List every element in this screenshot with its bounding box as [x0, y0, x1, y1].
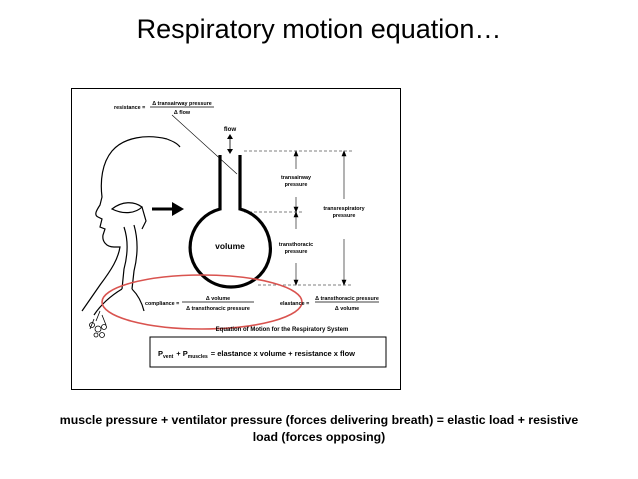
transairway-label-2: pressure	[285, 182, 308, 188]
trachea-front	[121, 226, 128, 290]
eq-p: P	[158, 349, 163, 358]
equation-title: Equation of Motion for the Respiratory S…	[216, 327, 349, 333]
lung-branches	[89, 310, 107, 338]
right-bronchus	[131, 288, 145, 312]
elastance-formula: elastance = Δ transthoracic pressure Δ v…	[280, 296, 379, 312]
eq-rhs: = elastance x volume + resistance x flow	[211, 349, 355, 358]
left-bronchus	[93, 288, 123, 316]
head-silhouette	[81, 136, 181, 316]
skull-top	[166, 138, 181, 148]
eq-muscles-sub: muscles	[188, 354, 208, 360]
face-outline	[81, 136, 168, 312]
transairway-label-1: transairway	[281, 175, 311, 181]
balloon-outline	[188, 155, 272, 289]
pressure-guides	[244, 150, 352, 286]
eq-plus-p: + P	[176, 349, 187, 358]
compliance-numerator: Δ volume	[206, 296, 230, 302]
elastance-label: elastance =	[280, 301, 309, 307]
caption-line-2: load (forces opposing)	[252, 430, 386, 444]
transrespiratory-label-1: transrespiratory	[323, 206, 364, 212]
larynx	[141, 206, 147, 230]
compliance-formula: compliance = Δ volume Δ transthoracic pr…	[145, 296, 254, 312]
resistance-pointer	[171, 114, 238, 175]
caption: muscle pressure + ventilator pressure (f…	[10, 412, 628, 446]
resistance-denominator: Δ flow	[174, 110, 191, 116]
arrow-to-model	[152, 202, 184, 216]
transthoracic-label-2: pressure	[285, 249, 308, 255]
resistance-label: resistance =	[114, 105, 145, 111]
slide-title: Respiratory motion equation…	[136, 14, 502, 44]
respiratory-diagram: resistance = Δ transairway pressure Δ fl…	[71, 88, 401, 390]
flow-label: flow	[224, 126, 237, 133]
compliance-denominator: Δ transthoracic pressure	[186, 306, 250, 312]
svg-text:Pvent+ Pmuscles= elastance x v: Pvent+ Pmuscles= elastance x volume + re…	[158, 349, 355, 360]
elastance-numerator: Δ transthoracic pressure	[315, 296, 379, 302]
transrespiratory-label-2: pressure	[333, 213, 356, 219]
eq-vent-sub: vent	[163, 354, 174, 360]
elastance-denominator: Δ volume	[335, 306, 359, 312]
compliance-highlight-ellipse	[101, 274, 303, 330]
transthoracic-label-1: transthoracic	[279, 242, 313, 248]
equation-box	[149, 336, 387, 368]
volume-label: volume	[215, 241, 245, 251]
tongue	[110, 202, 143, 214]
balloon-model	[188, 155, 272, 289]
resistance-formula: resistance = Δ transairway pressure Δ fl…	[114, 101, 238, 175]
trachea-back	[131, 224, 138, 290]
equation-of-motion: Pvent+ Pmuscles= elastance x volume + re…	[158, 349, 355, 360]
caption-line-1: muscle pressure + ventilator pressure (f…	[59, 413, 579, 427]
resistance-numerator: Δ transairway pressure	[152, 101, 212, 107]
compliance-label: compliance =	[145, 301, 179, 307]
diagram-svg: resistance = Δ transairway pressure Δ fl…	[81, 101, 387, 368]
flow-arrow	[227, 134, 233, 154]
